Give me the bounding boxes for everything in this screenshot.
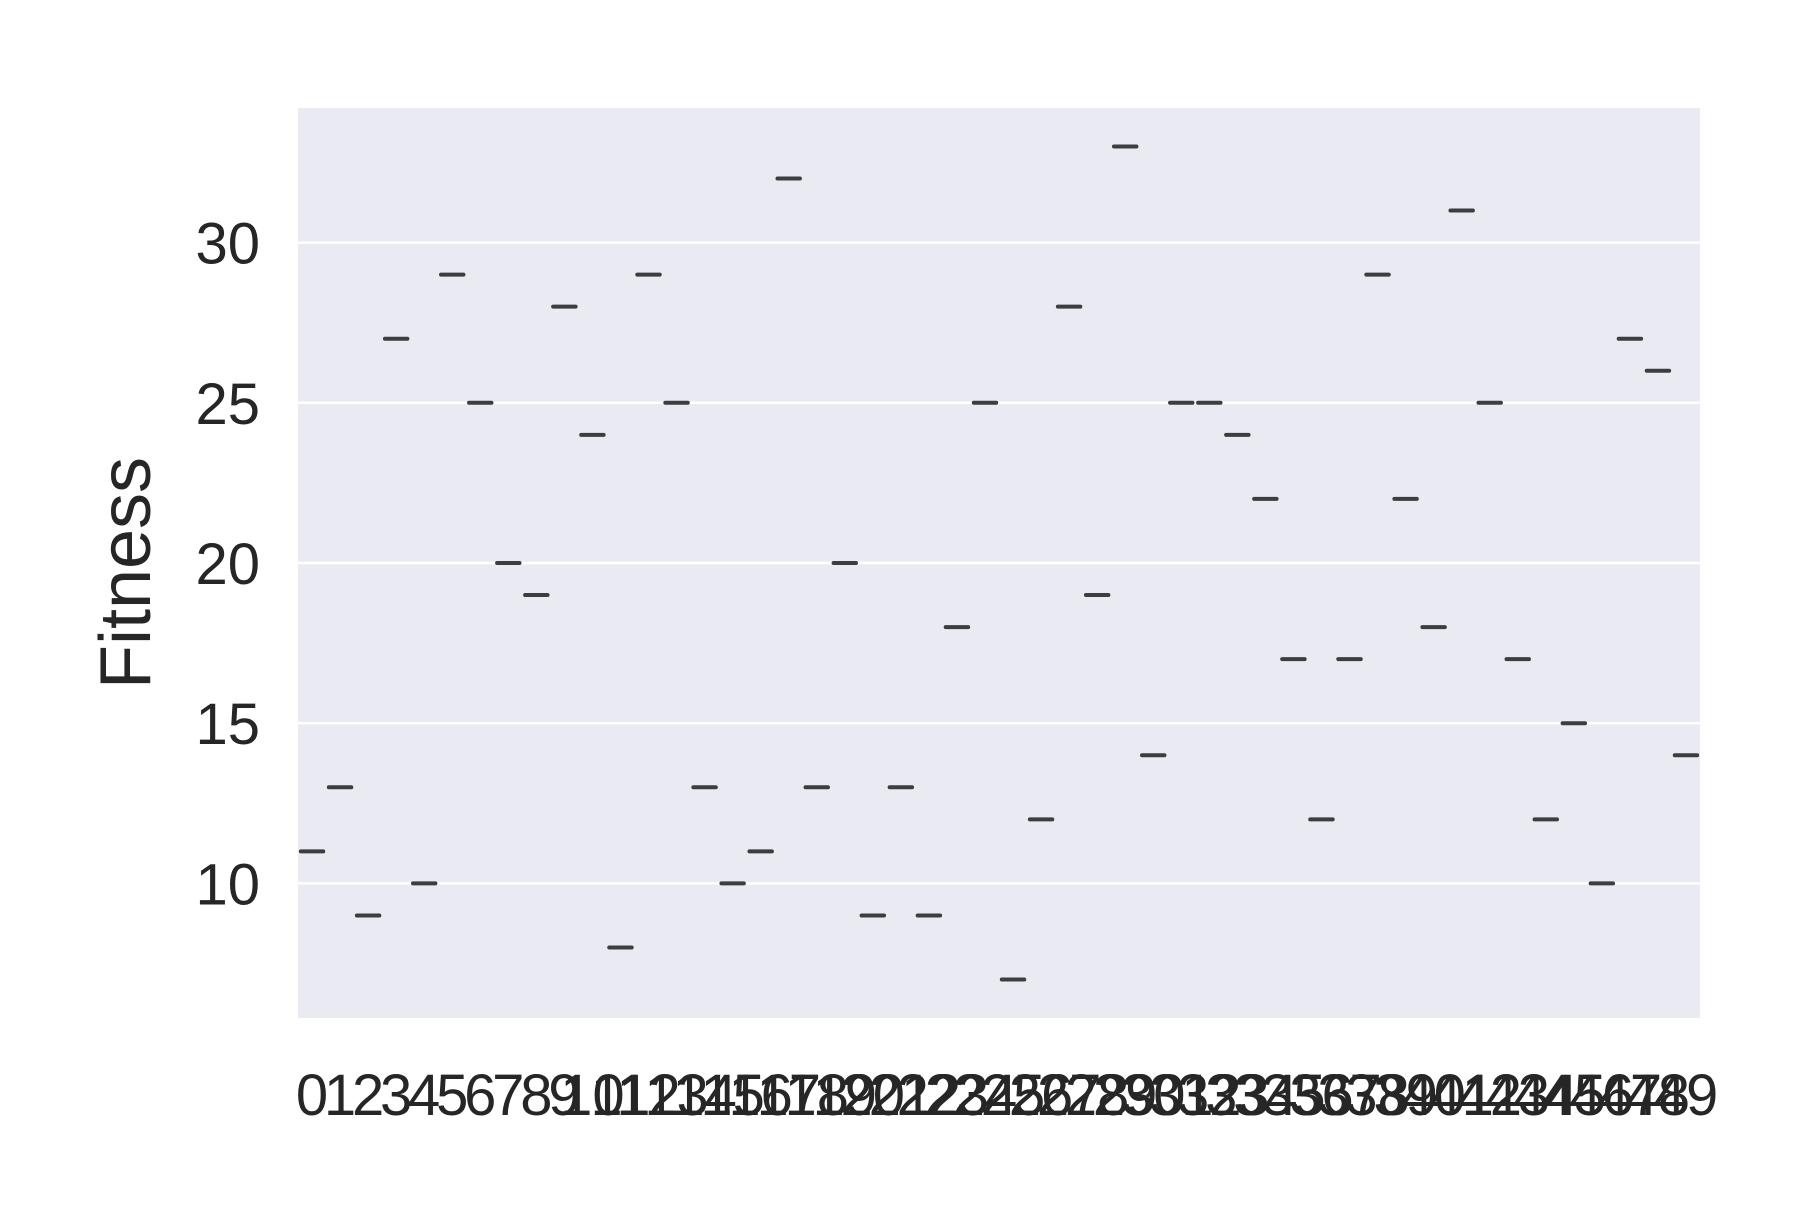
x-tick-label: 7: [492, 1063, 524, 1128]
x-tick-label: 39: [1373, 1063, 1438, 1128]
x-tick-label: 29: [1093, 1063, 1158, 1128]
x-tick-label: 2: [352, 1063, 384, 1128]
x-tick-label: 20: [841, 1063, 906, 1128]
x-tick-label: 33: [1205, 1063, 1270, 1128]
y-tick-label: 10: [195, 852, 260, 917]
x-tick-label: 43: [1485, 1063, 1550, 1128]
data-marks: [298, 144, 1700, 982]
x-tick-label: 13: [644, 1063, 709, 1128]
x-tick-label: 22: [897, 1063, 962, 1128]
x-tick-label: 1: [324, 1063, 356, 1128]
x-tick-label: 12: [616, 1063, 681, 1128]
y-tick-labels: 10 15 20 25 30: [195, 212, 260, 918]
x-tick-label: 15: [700, 1063, 765, 1128]
x-tick-label: 41: [1429, 1063, 1494, 1128]
x-tick-label: 18: [784, 1063, 849, 1128]
y-tick-label: 20: [195, 532, 260, 597]
x-tick-label: 17: [756, 1063, 821, 1128]
x-tick-label: 47: [1598, 1063, 1663, 1128]
x-tick-label: 40: [1401, 1063, 1466, 1128]
x-tick-label: 0: [296, 1063, 328, 1128]
x-tick-label: 23: [925, 1063, 990, 1128]
x-tick-label: 48: [1626, 1063, 1691, 1128]
x-tick-label: 6: [464, 1063, 496, 1128]
x-tick-label: 14: [672, 1063, 737, 1128]
x-tick-label: 31: [1149, 1063, 1214, 1128]
x-tick-label: 32: [1177, 1063, 1242, 1128]
x-tick-label: 5: [436, 1063, 468, 1128]
x-tick-label: 24: [953, 1063, 1018, 1128]
x-tick-label: 8: [520, 1063, 552, 1128]
x-tick-label: 19: [813, 1063, 878, 1128]
y-tick-label: 15: [195, 692, 260, 757]
x-tick-label: 34: [1233, 1063, 1298, 1128]
y-axis-label: Fitness: [86, 457, 166, 689]
x-tick-label: 49: [1654, 1063, 1719, 1128]
x-tick-label: 38: [1345, 1063, 1410, 1128]
x-tick-label: 37: [1317, 1063, 1382, 1128]
x-tick-label: 28: [1065, 1063, 1130, 1128]
x-tick-label: 36: [1289, 1063, 1354, 1128]
x-tick-label: 30: [1121, 1063, 1186, 1128]
x-tick-label: 27: [1037, 1063, 1102, 1128]
x-tick-label: 16: [728, 1063, 793, 1128]
y-tick-label: 30: [195, 212, 260, 277]
x-tick-label: 35: [1261, 1063, 1326, 1128]
x-tick-label: 4: [408, 1063, 440, 1128]
x-tick-labels: 0123456789101112131415161718192021222324…: [296, 1063, 1718, 1128]
x-tick-label: 42: [1457, 1063, 1522, 1128]
x-tick-label: 25: [981, 1063, 1046, 1128]
x-tick-label: 44: [1514, 1063, 1579, 1128]
y-tick-label: 25: [195, 372, 260, 437]
x-tick-label: 10: [560, 1063, 625, 1128]
x-tick-label: 9: [548, 1063, 580, 1128]
x-tick-label: 45: [1542, 1063, 1607, 1128]
gridlines: [298, 241, 1700, 885]
x-tick-label: 26: [1009, 1063, 1074, 1128]
x-tick-label: 46: [1570, 1063, 1635, 1128]
x-tick-label: 21: [869, 1063, 934, 1128]
x-tick-label: 11: [590, 1063, 650, 1128]
x-tick-label: 3: [380, 1063, 412, 1128]
